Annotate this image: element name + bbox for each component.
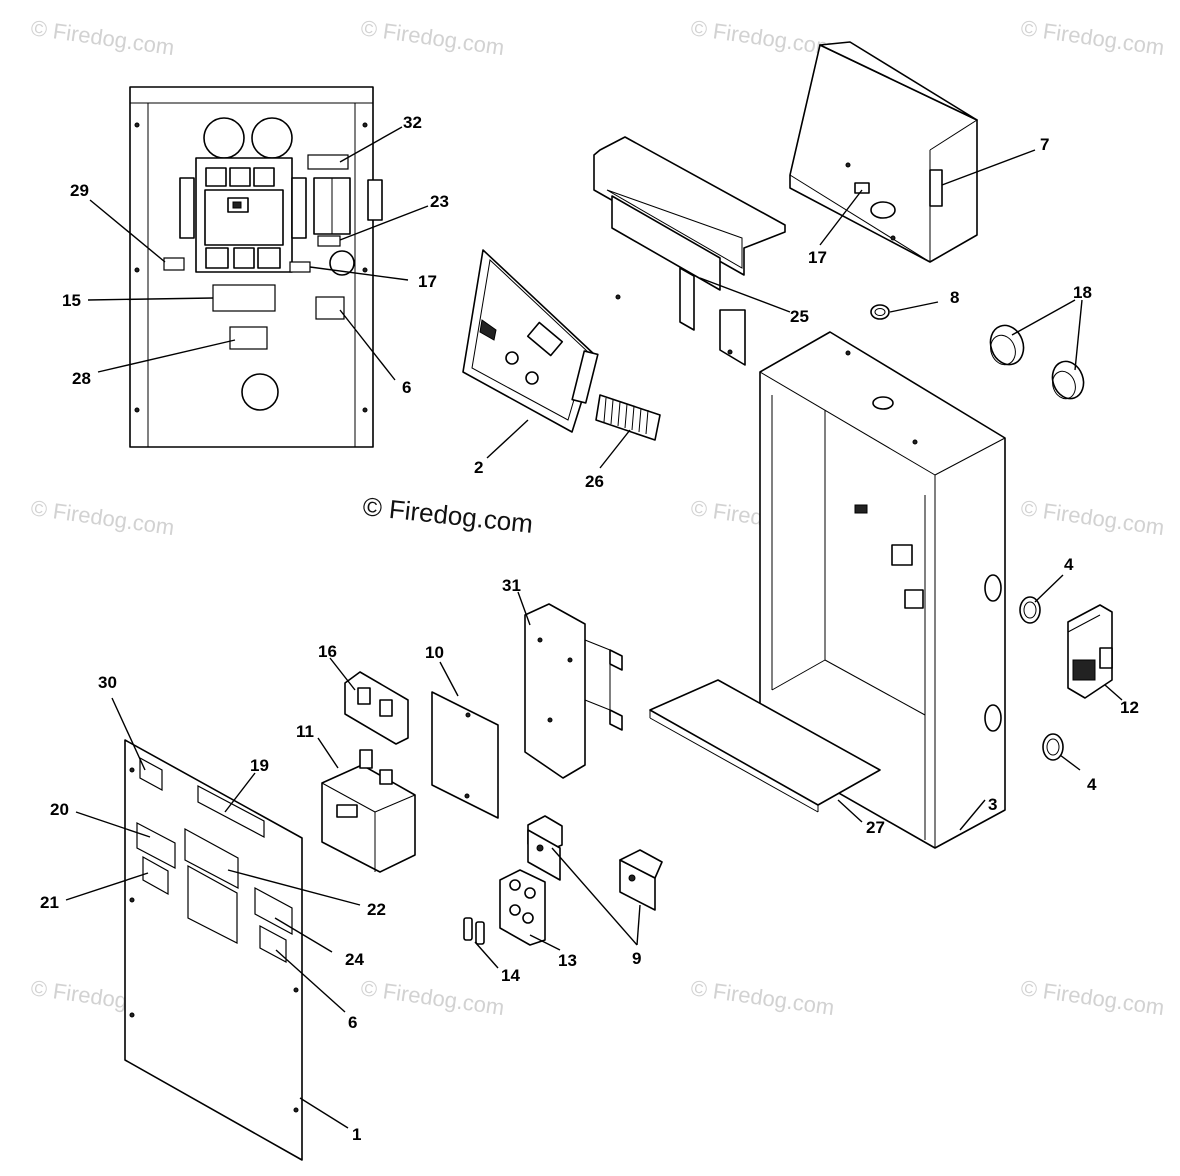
callout-25: 25 <box>790 307 809 326</box>
callout-4: 4 <box>1064 555 1074 574</box>
leader-lines <box>65 126 1123 1129</box>
callout-32: 32 <box>403 113 422 132</box>
callout-22: 22 <box>367 900 386 919</box>
watermark: © Firedog.com <box>1019 15 1166 60</box>
part-hood-cover <box>789 41 978 263</box>
watermark: © Firedog.com <box>1019 495 1166 540</box>
callout-1: 1 <box>352 1125 361 1144</box>
callout-4: 4 <box>1087 775 1097 794</box>
part-enclosure <box>759 331 1006 849</box>
callout-30: 30 <box>98 673 117 692</box>
part-faceplate <box>593 136 786 366</box>
part-terminal-connector <box>595 394 661 441</box>
callout-20: 20 <box>50 800 69 819</box>
watermark: © Firedog.com <box>1019 975 1166 1020</box>
part-grommet-small <box>870 304 890 320</box>
callout-18: 18 <box>1073 283 1092 302</box>
watermark: © Firedog.com <box>359 975 506 1020</box>
part-bracket <box>524 603 623 779</box>
callout-6: 6 <box>348 1013 357 1032</box>
watermark-main: © Firedog.com <box>361 491 534 539</box>
callout-11: 11 <box>296 722 314 741</box>
callout-17: 17 <box>418 272 437 291</box>
callout-26: 26 <box>585 472 604 491</box>
part-relay-small <box>344 671 409 745</box>
callout-9: 9 <box>632 949 641 968</box>
part-relay <box>321 749 416 873</box>
callout-13: 13 <box>558 951 577 970</box>
watermark: © Firedog.com <box>29 15 176 60</box>
part-fuses <box>463 917 485 945</box>
callout-7: 7 <box>1040 135 1049 154</box>
callout-31: 31 <box>502 576 521 595</box>
watermark: © Firedog.com <box>29 495 176 540</box>
callout-2: 2 <box>474 458 483 477</box>
part-grommets <box>1019 596 1064 761</box>
part-base-plate <box>649 679 881 813</box>
callout-8: 8 <box>950 288 959 307</box>
callout-29: 29 <box>70 181 89 200</box>
watermark: © Firedog.com <box>689 975 836 1020</box>
callout-28: 28 <box>72 369 91 388</box>
callout-numbers: 32 29 23 17 15 6 28 7 17 25 8 18 2 26 31… <box>40 113 1139 1144</box>
callout-10: 10 <box>425 643 444 662</box>
callout-19: 19 <box>250 756 269 775</box>
part-fuse-block <box>499 869 546 946</box>
part-insulator-plate <box>431 691 499 819</box>
callout-24: 24 <box>345 950 364 969</box>
assembled-panel <box>129 86 383 448</box>
part-fuse-holders <box>527 815 663 911</box>
part-breaker-module <box>1067 604 1113 699</box>
part-door-panel <box>124 739 303 1161</box>
callout-27: 27 <box>866 818 885 837</box>
callout-6: 6 <box>402 378 411 397</box>
part-rings <box>989 324 1085 400</box>
callout-16: 16 <box>318 642 337 661</box>
part-controller-board <box>462 249 599 433</box>
callout-12: 12 <box>1120 698 1139 717</box>
callout-3: 3 <box>988 795 997 814</box>
callout-17: 17 <box>808 248 827 267</box>
callout-23: 23 <box>430 192 449 211</box>
callout-21: 21 <box>40 893 59 912</box>
watermark: © Firedog.com <box>359 15 506 60</box>
watermark: © Firedog.com <box>689 15 836 60</box>
callout-15: 15 <box>62 291 81 310</box>
callout-14: 14 <box>501 966 520 985</box>
